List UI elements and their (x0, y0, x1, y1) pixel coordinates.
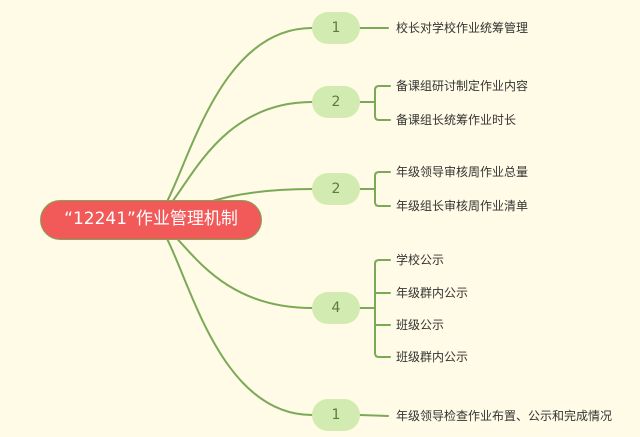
branch-node-3: 2 (312, 173, 360, 205)
leaf-grade-leader-inspection: 年级领导检查作业布置、公示和完成情况 (396, 409, 613, 423)
root-node: “12241”作业管理机制 (40, 200, 262, 240)
branch-node-2: 2 (312, 86, 360, 118)
leaf-class-group-publicity: 班级群内公示 (396, 350, 469, 364)
connector-root-to-branch-1 (149, 27, 313, 221)
connector-branch-3-to-leaf-1 (374, 171, 391, 177)
connector-branch-4-to-leaf-4 (374, 352, 391, 358)
connector-branch-3-to-leaf-2 (374, 201, 391, 207)
leaf-class-publicity: 班级公示 (396, 318, 445, 332)
connector-branch-2-to-leaf-2 (374, 115, 391, 121)
leaf-grade-group-publicity: 年级群内公示 (396, 286, 469, 300)
leaf-grade-leader-total: 年级领导审核周作业总量 (396, 165, 529, 179)
leaf-grade-group-list: 年级组长审核周作业清单 (396, 199, 529, 213)
leaf-principal-coordination: 校长对学校作业统筹管理 (396, 21, 529, 35)
leaf-school-publicity: 学校公示 (396, 253, 445, 267)
branch-node-1: 1 (312, 12, 360, 44)
leaf-lesson-group-duration: 备课组长统筹作业时长 (396, 113, 517, 127)
connector-branch-5-to-leaf-1 (359, 414, 389, 417)
connector-root-to-branch-5 (149, 219, 313, 416)
leaf-lesson-group-content: 备课组研讨制定作业内容 (396, 79, 529, 93)
connector-branch-2-to-leaf-1 (374, 85, 391, 91)
branch-node-5: 1 (312, 399, 360, 431)
connector-branch-4-to-leaf-1 (374, 259, 391, 265)
branch-node-4: 4 (312, 292, 360, 324)
